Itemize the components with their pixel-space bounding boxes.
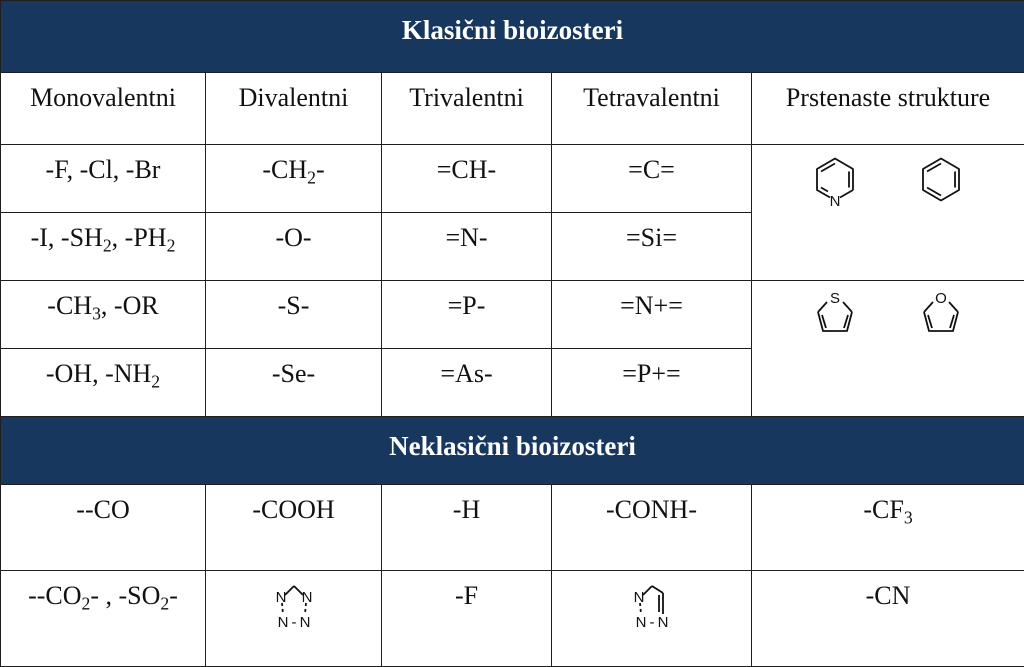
cell-mono-1: -F, -Cl, -Br — [1, 145, 206, 213]
triazole-bond: - — [649, 614, 654, 631]
cell-tri-1: =CH- — [382, 145, 552, 213]
ring-structures-aromatic6: N — [752, 145, 1024, 281]
nonclassic-header-band: Neklasični bioizosteri — [1, 417, 1024, 485]
cell-nc-1-1: --CO — [1, 485, 206, 571]
classic-column-headers: Monovalentni Divalentni Trivalentni Tetr… — [1, 73, 1024, 145]
furan-oxygen-label: O — [935, 290, 947, 307]
cell-nc-1-3: -H — [382, 485, 552, 571]
six-membered-rings: N — [813, 155, 963, 225]
cell-tri-3: =P- — [382, 281, 552, 349]
ring-structures-aromatic5: S O — [752, 281, 1024, 417]
table-row: --CO2- , -SO2- N N N - N -F N — [1, 571, 1024, 667]
cell-tetra-4: =P+= — [552, 349, 752, 417]
table-row: -F, -Cl, -Br -CH2- =CH- =C= N — [1, 145, 1024, 213]
triazole-n1: N — [633, 589, 644, 606]
triazole-icon: N N - N — [617, 581, 687, 635]
tetrazole-n3: N — [277, 614, 288, 631]
pyridine-icon: N — [817, 159, 853, 211]
tetrazole-icon: N N N - N — [259, 581, 329, 635]
furan-icon: O — [924, 290, 958, 331]
thiophene-sulfur-label: S — [830, 290, 840, 307]
triazole-n2: N — [635, 614, 646, 631]
cell-nc-1-2: -COOH — [206, 485, 382, 571]
tetrazole-bond: - — [291, 614, 296, 631]
table-row: --CO -COOH -H -CONH- -CF3 — [1, 485, 1024, 571]
cell-mono-3: -CH3, -OR — [1, 281, 206, 349]
header-ring-structures: Prstenaste strukture — [752, 73, 1024, 145]
tetrazole-n1: N — [275, 589, 286, 606]
cell-di-1: -CH2- — [206, 145, 382, 213]
cell-nc-2-5: -CN — [752, 571, 1024, 667]
cell-nc-2-4: N N - N — [552, 571, 752, 667]
header-trivalent: Trivalentni — [382, 73, 552, 145]
cell-di-2: -O- — [206, 213, 382, 281]
cell-nc-2-3: -F — [382, 571, 552, 667]
header-tetravalent: Tetravalentni — [552, 73, 752, 145]
thiophene-icon: S — [818, 290, 852, 331]
cell-mono-4: -OH, -NH2 — [1, 349, 206, 417]
cell-nc-2-2: N N N - N — [206, 571, 382, 667]
header-divalent: Divalentni — [206, 73, 382, 145]
cell-di-3: -S- — [206, 281, 382, 349]
triazole-n3: N — [657, 614, 668, 631]
classic-title: Klasični bioizosteri — [1, 1, 1024, 73]
tetrazole-n4: N — [299, 614, 310, 631]
cell-nc-1-5: -CF3 — [752, 485, 1024, 571]
cell-tetra-3: =N+= — [552, 281, 752, 349]
cell-tetra-1: =C= — [552, 145, 752, 213]
cell-tri-2: =N- — [382, 213, 552, 281]
cell-tetra-2: =Si= — [552, 213, 752, 281]
tetrazole-n2: N — [301, 589, 312, 606]
cell-nc-2-1: --CO2- , -SO2- — [1, 571, 206, 667]
cell-di-4: -Se- — [206, 349, 382, 417]
five-membered-rings: S O — [813, 291, 963, 351]
nonclassic-title: Neklasični bioizosteri — [1, 417, 1024, 485]
table-row: -CH3, -OR -S- =P- =N+= S — [1, 281, 1024, 349]
cell-nc-1-4: -CONH- — [552, 485, 752, 571]
cell-mono-2: -I, -SH2, -PH2 — [1, 213, 206, 281]
benzene-icon — [923, 159, 959, 201]
classic-header-band: Klasični bioizosteri — [1, 1, 1024, 73]
header-monovalent: Monovalentni — [1, 73, 206, 145]
pyridine-nitrogen-label: N — [830, 193, 841, 210]
cell-tri-4: =As- — [382, 349, 552, 417]
